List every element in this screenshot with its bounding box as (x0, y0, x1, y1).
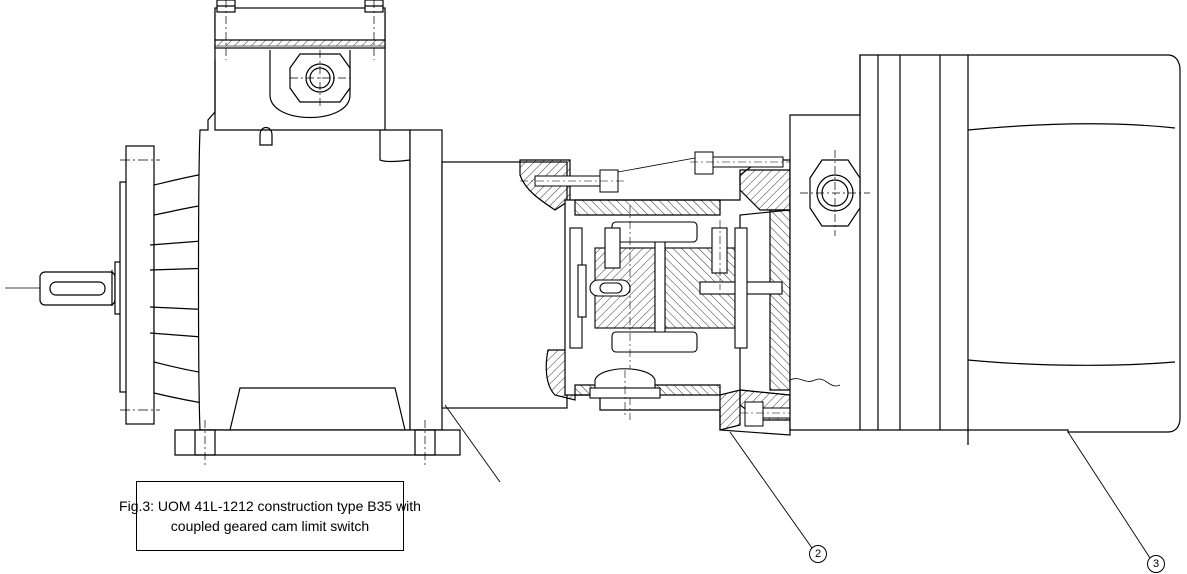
caption-line-2: coupled geared cam limit switch (170, 518, 370, 534)
gearbox-mounting-feet (174, 387, 461, 465)
callout-leaders (444, 404, 1151, 559)
gearbox-housing (197, 0, 568, 431)
output-flange (114, 145, 160, 425)
adapter-bottom-cover (589, 368, 661, 415)
limit-switch-housing (789, 54, 1181, 445)
coupling-hubs (569, 205, 783, 420)
output-shaft (39, 270, 116, 306)
caption-line-1: Fig.3: UOM 41L-1212 construction type B3… (119, 498, 421, 514)
callout-3: 3 (1147, 555, 1165, 573)
callout-2: 2 (809, 545, 827, 563)
figure-caption: Fig.3: UOM 41L-1212 construction type B3… (119, 481, 421, 551)
